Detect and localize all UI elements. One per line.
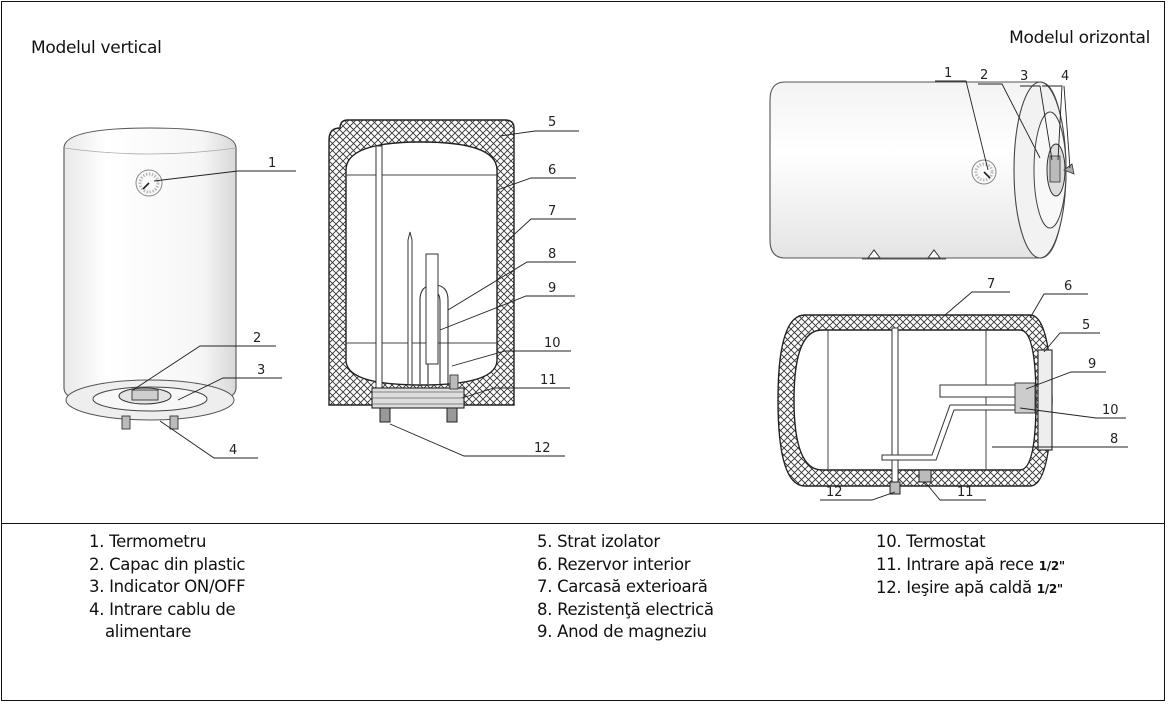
legend-item-12-size: 1/2" bbox=[1036, 582, 1063, 596]
legend-item-8: 8. Rezistenţă electrică bbox=[537, 599, 714, 619]
vertical-heater-section bbox=[328, 119, 515, 423]
legend-column-1: 1. Termometru 2. Capac din plastic 3. In… bbox=[89, 531, 246, 644]
callout-6: 6 bbox=[1064, 279, 1072, 294]
callout-8: 8 bbox=[548, 247, 556, 262]
legend-column-3: 10. Termostat 11. Intrare apă rece 1/2" … bbox=[876, 531, 1065, 601]
legend-item-2: 2. Capac din plastic bbox=[89, 554, 246, 574]
legend-column-2: 5. Strat izolator 6. Rezervor interior 7… bbox=[537, 531, 714, 644]
callout-2: 2 bbox=[980, 68, 988, 83]
thermometer-icon bbox=[971, 159, 997, 185]
callout-5: 5 bbox=[548, 115, 556, 130]
legend-item-1: 1. Termometru bbox=[89, 532, 207, 551]
water-heater-diagram: 1 2 3 4 5 6 7 8 9 10 11 12 1 2 3 4 7 6 5… bbox=[63, 66, 1128, 501]
legend-item-7: 7. Carcasă exterioară bbox=[537, 577, 708, 596]
callout-5: 5 bbox=[1082, 318, 1090, 333]
callout-12: 12 bbox=[534, 441, 551, 456]
callout-10: 10 bbox=[1102, 403, 1119, 418]
legend-item-12-label: 12. Ieşire apă caldă bbox=[876, 578, 1037, 597]
callout-9: 9 bbox=[1088, 357, 1096, 372]
legend-item-4-continued: alimentare bbox=[105, 622, 192, 641]
callout-3: 3 bbox=[1020, 69, 1028, 84]
callout-4: 4 bbox=[1061, 69, 1069, 84]
vertical-model-title: Modelul vertical bbox=[31, 38, 162, 58]
callout-8: 8 bbox=[1110, 432, 1118, 447]
legend-item-11: 11. Intrare apă rece 1/2" bbox=[876, 554, 1065, 578]
vertical-heater-exterior bbox=[63, 127, 237, 430]
callout-10: 10 bbox=[544, 336, 561, 351]
legend-item-11-size: 1/2" bbox=[1038, 558, 1065, 573]
legend-item-11-label: 11. Intrare apă rece bbox=[876, 554, 1039, 574]
legend-divider bbox=[2, 523, 1164, 524]
callout-11: 11 bbox=[957, 485, 974, 500]
callout-11: 11 bbox=[540, 373, 557, 388]
horizontal-heater-section bbox=[777, 314, 1053, 495]
callout-3: 3 bbox=[257, 363, 265, 378]
callout-4: 4 bbox=[229, 443, 237, 458]
callout-numbers: 1 2 3 4 5 6 7 8 9 10 11 12 1 2 3 4 7 6 5… bbox=[229, 66, 1119, 500]
legend-item-10: 10. Termostat bbox=[876, 532, 986, 551]
horizontal-heater-exterior bbox=[769, 81, 1075, 260]
legend-item-5: 5. Strat izolator bbox=[537, 532, 660, 551]
thermometer-icon bbox=[135, 169, 163, 197]
legend-item-9: 9. Anod de magneziu bbox=[537, 622, 707, 641]
legend-item-3: 3. Indicator ON/OFF bbox=[89, 577, 246, 596]
callout-2: 2 bbox=[253, 331, 261, 346]
legend-item-4: 4. Intrare cablu de bbox=[89, 599, 236, 619]
legend-item-6: 6. Rezervor interior bbox=[537, 554, 691, 574]
callout-6: 6 bbox=[548, 163, 556, 178]
legend-item-12: 12. Ieşire apă caldă 1/2" bbox=[876, 577, 1065, 601]
callout-12: 12 bbox=[826, 485, 843, 500]
callout-1: 1 bbox=[944, 66, 952, 81]
callout-9: 9 bbox=[548, 281, 556, 296]
horizontal-model-title: Modelul orizontal bbox=[1009, 28, 1150, 48]
callout-1: 1 bbox=[268, 156, 276, 171]
callout-7: 7 bbox=[548, 204, 556, 219]
callout-leaders bbox=[132, 80, 1128, 501]
callout-7: 7 bbox=[987, 277, 995, 292]
